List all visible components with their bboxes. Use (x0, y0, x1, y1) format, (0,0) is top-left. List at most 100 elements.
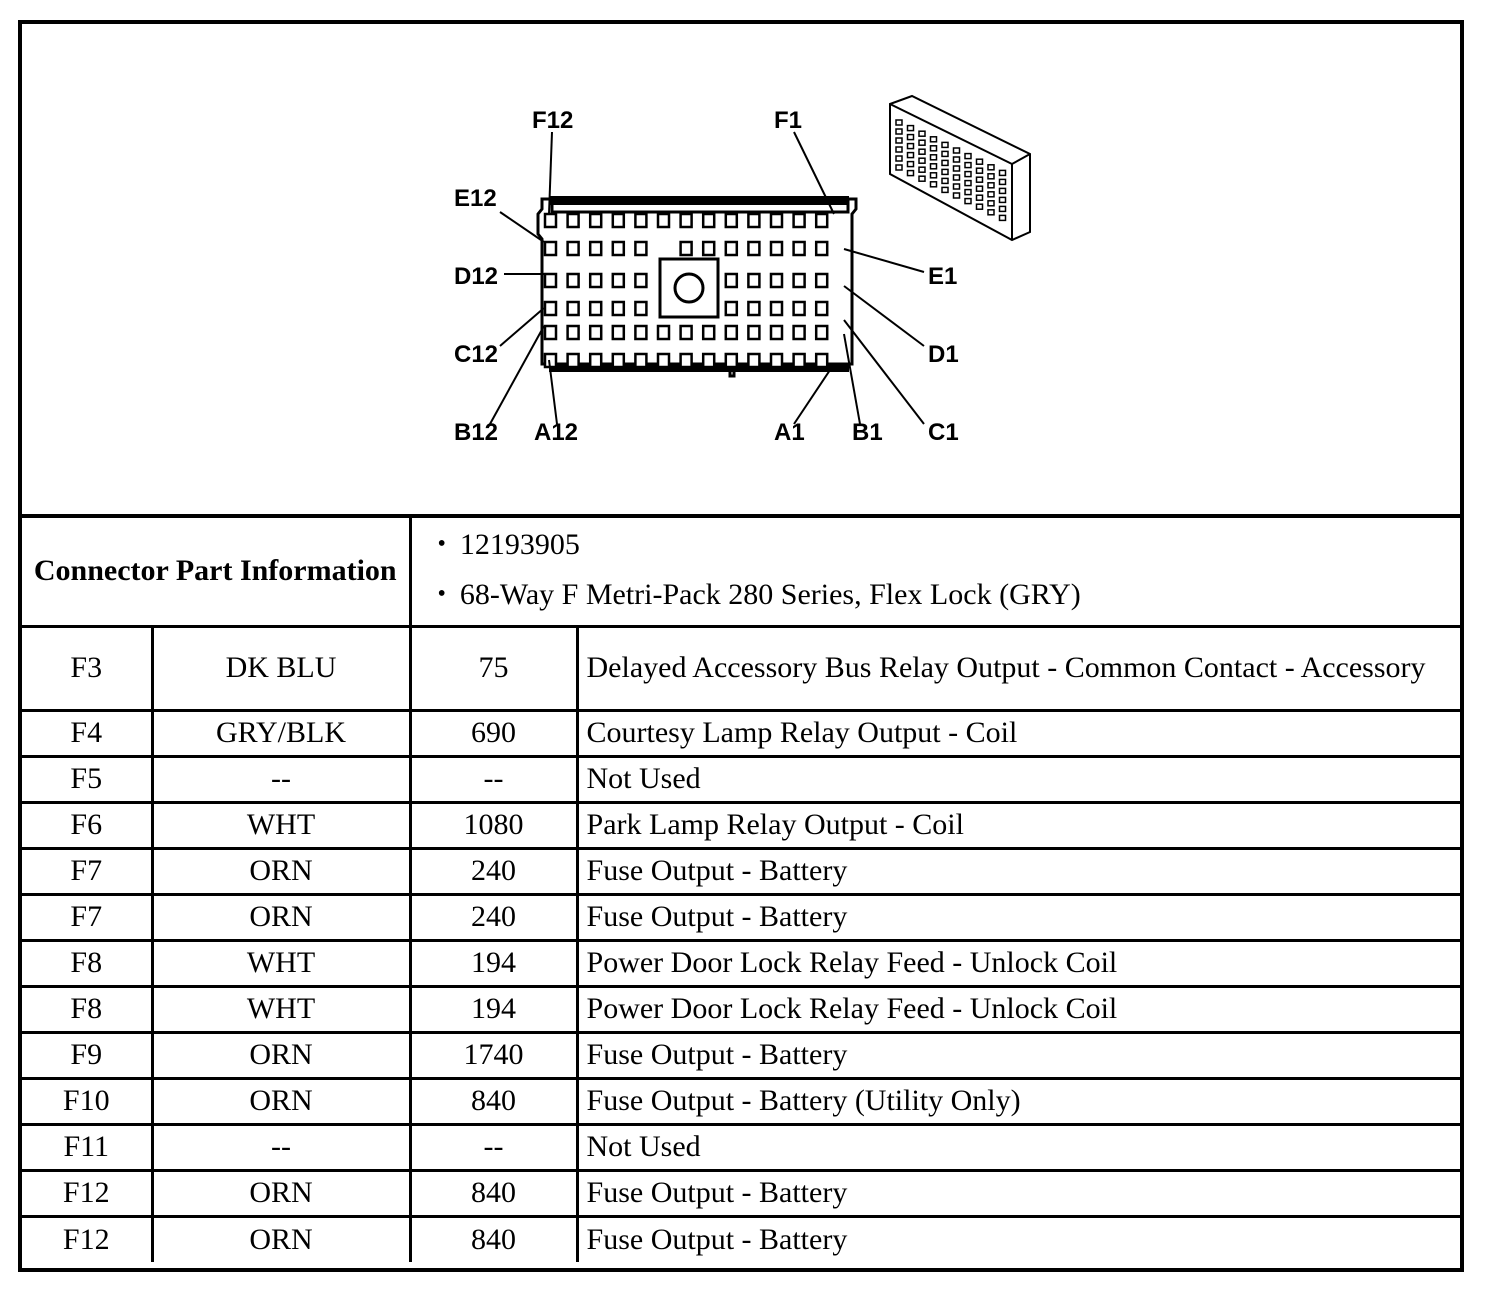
function-cell: Not Used (575, 1122, 1460, 1172)
pin-cavity (814, 272, 829, 289)
pin-cell: F10 (22, 1076, 154, 1126)
pin-cavity (634, 212, 648, 229)
iso-pin-cavity (929, 145, 938, 152)
iso-pin-cavity (941, 186, 949, 194)
pin-cavity (747, 240, 761, 257)
iso-pin-cavity (998, 205, 1007, 213)
iso-pin-cavity (941, 150, 949, 158)
pin-cavity (588, 272, 603, 289)
pin-cavity (588, 240, 603, 257)
iso-pin-cavity (975, 203, 984, 210)
iso-pin-cavity (975, 167, 984, 174)
iso-pin-cavity (929, 181, 938, 188)
wire-color-cell: WHT (150, 938, 412, 988)
pin-cavity (769, 240, 784, 257)
pin-cavity (701, 240, 716, 257)
iso-pin-cavity (975, 194, 984, 201)
function-cell: Fuse Output - Battery (575, 1214, 1460, 1262)
iso-pin-cavity (987, 191, 995, 198)
pin-cavity (634, 272, 648, 289)
pin-label-e12: E12 (454, 185, 497, 212)
pin-label-f1: F1 (774, 107, 802, 134)
function-cell: Not Used (575, 754, 1460, 804)
pin-cavity (566, 240, 580, 257)
pin-cavity (611, 212, 626, 229)
pin-grid (543, 212, 829, 369)
pin-cell: F6 (22, 800, 154, 850)
iso-pin-cavity (906, 169, 915, 177)
iso-pin-cavity (918, 157, 926, 164)
iso-pin-cavity (918, 148, 926, 155)
circuit-number-cell: 840 (408, 1076, 579, 1126)
pin-cavity (679, 352, 693, 369)
iso-pin-cavity (929, 154, 938, 161)
pin-cavity (588, 212, 603, 229)
function-cell: Power Door Lock Relay Feed - Unlock Coil (575, 984, 1460, 1034)
iso-pin-cavity (906, 124, 915, 132)
iso-pin-cavity (998, 196, 1007, 204)
wire-color-cell: GRY/BLK (150, 708, 412, 758)
pin-cavity (769, 300, 784, 317)
pin-cavity (747, 212, 761, 229)
wire-color-cell: WHT (150, 984, 412, 1034)
pin-cavity (701, 352, 716, 369)
iso-pin-cavity (987, 200, 995, 207)
iso-pin-cavity (941, 177, 949, 185)
pin-cavity (814, 300, 829, 317)
function-cell: Fuse Output - Battery (575, 1168, 1460, 1218)
iso-pin-cavity (987, 173, 995, 180)
wire-color-cell: DK BLU (150, 624, 412, 712)
iso-pin-cavity (895, 119, 903, 126)
function-cell: Park Lamp Relay Output - Coil (575, 800, 1460, 850)
iso-pin-cavity (918, 130, 926, 137)
iso-pin-cavity (918, 175, 926, 182)
iso-pin-cavity (952, 156, 961, 163)
pin-cavity (814, 240, 829, 257)
iso-pin-cavity (998, 169, 1007, 177)
iso-pin-cavity (987, 209, 995, 216)
wire-color-cell: ORN (150, 1030, 412, 1080)
iso-pin-cavity (941, 159, 949, 167)
connector-info-list: 12193905 68-Way F Metri-Pack 280 Series,… (408, 518, 1460, 628)
pin-cavity (566, 300, 580, 317)
iso-pin-cavity (964, 197, 972, 205)
iso-pin-cavity (975, 158, 984, 165)
pin-cavity (656, 324, 671, 341)
pin-cell: F7 (22, 892, 154, 942)
pin-cavity (611, 240, 626, 257)
pin-cavity (792, 272, 806, 289)
function-cell: Fuse Output - Battery (Utility Only) (575, 1076, 1460, 1126)
wire-color-cell: -- (150, 1122, 412, 1172)
pin-cavity (611, 324, 626, 341)
iso-pin-cavity (918, 166, 926, 173)
pin-cell: F8 (22, 984, 154, 1034)
pin-cavity (792, 324, 806, 341)
pin-cell: F9 (22, 1030, 154, 1080)
pin-cavity (747, 352, 761, 369)
iso-pin-cavity (906, 142, 915, 150)
iso-pin-cavity (895, 128, 903, 135)
iso-pin-cavity (941, 168, 949, 176)
circuit-number-cell: 240 (408, 846, 579, 896)
pin-cavity (769, 272, 784, 289)
pin-cavity (656, 212, 671, 229)
pin-label-d1: D1 (928, 341, 959, 368)
iso-pin-cavity (964, 179, 972, 187)
circuit-number-cell: -- (408, 754, 579, 804)
pin-label-d12: D12 (454, 263, 498, 290)
pin-cavity (611, 352, 626, 369)
iso-pin-cavity (987, 164, 995, 171)
iso-pin-cavity (906, 160, 915, 168)
pin-cavity (634, 240, 648, 257)
pin-cavity (747, 272, 761, 289)
pin-cavity (814, 212, 829, 229)
pin-cavity (792, 300, 806, 317)
function-cell: Power Door Lock Relay Feed - Unlock Coil (575, 938, 1460, 988)
iso-pin-cavity (964, 152, 972, 160)
wire-color-cell: -- (150, 754, 412, 804)
